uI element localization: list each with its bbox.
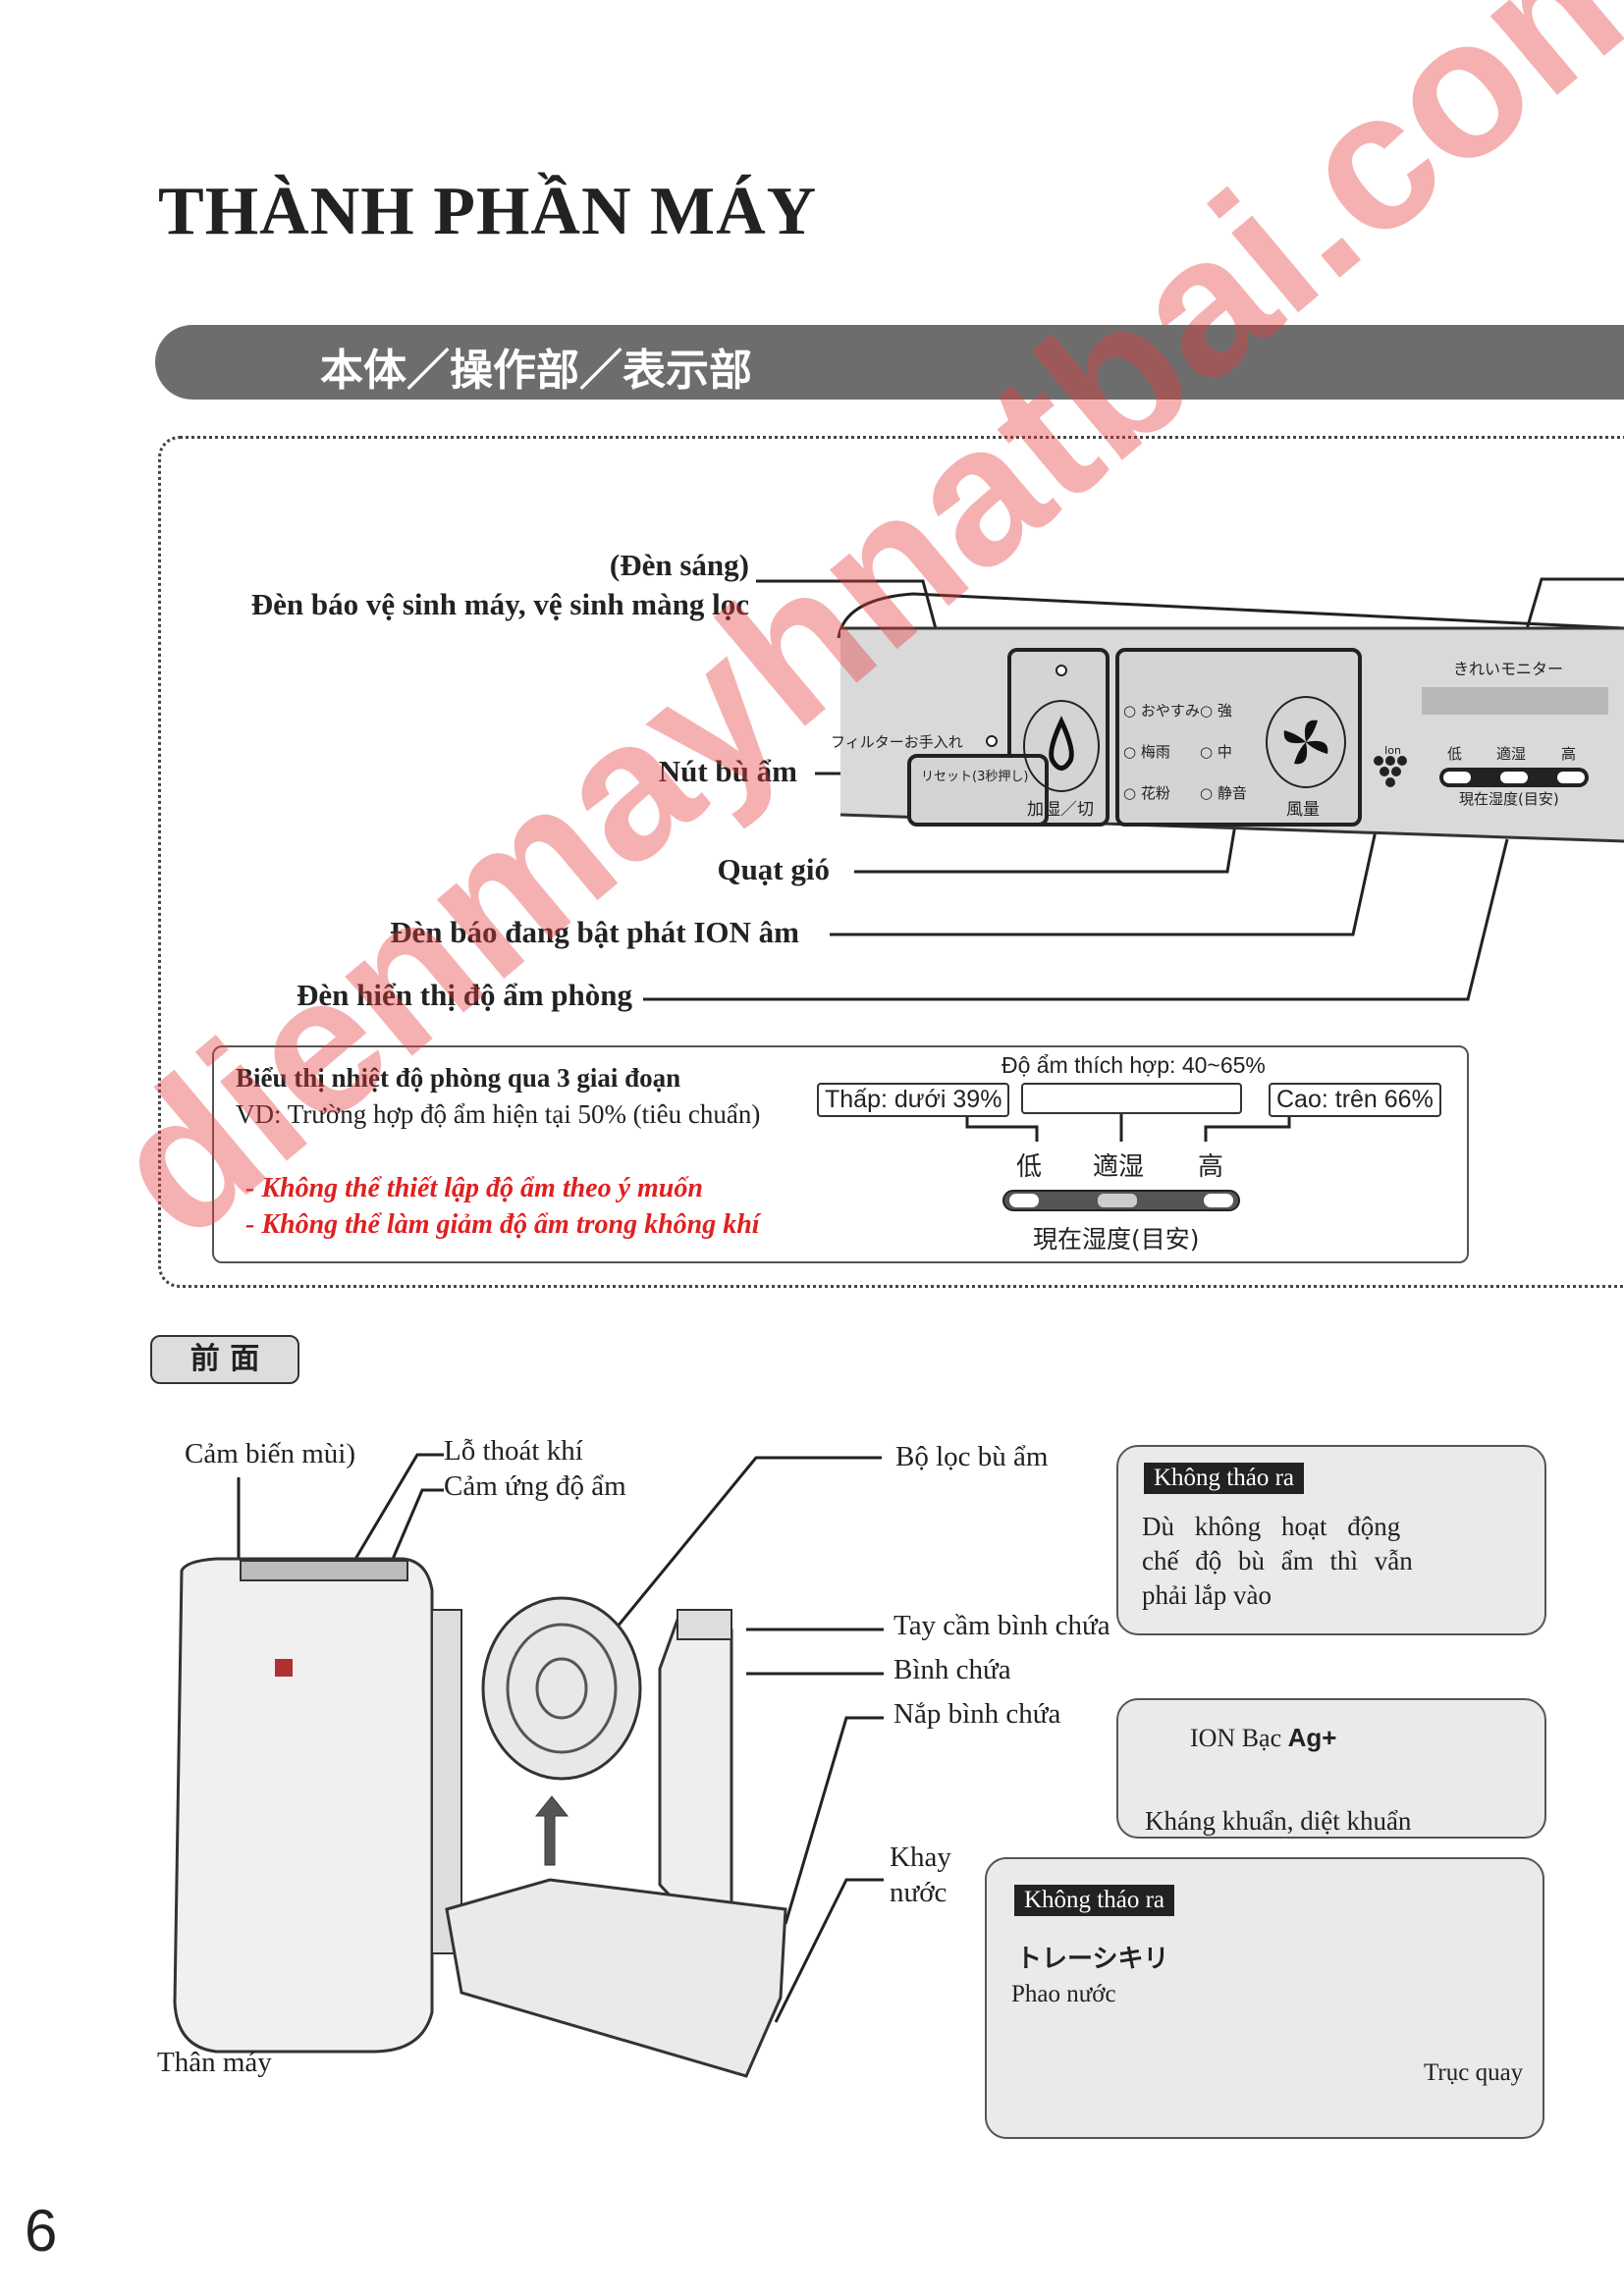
body-label: Thân máy <box>157 2047 272 2078</box>
silver-ion-title: ION Bạc Ag+ <box>1190 1723 1337 1752</box>
mode-sleep[interactable]: ○ おやすみ <box>1123 702 1200 720</box>
tank-drawing <box>658 1609 733 1916</box>
current-humidity-label: 現在湿度(目安) <box>1459 790 1559 808</box>
callout-ion-indicator: Đèn báo đang bật phát ION âm <box>390 915 799 949</box>
page-title: THÀNH PHẦN MÁY <box>158 174 818 249</box>
axis-label: Trục quay <box>1424 2059 1524 2086</box>
silver-ion-text: Kháng khuẩn, diệt khuẩn <box>1145 1806 1412 1836</box>
current-humidity-label: 現在湿度(目安) <box>1033 1225 1200 1254</box>
humidity-info-box <box>212 1045 1469 1263</box>
level-high: 高 <box>1198 1152 1224 1182</box>
control-panel-section <box>158 436 1624 1288</box>
low-range-box: Thấp: dưới 39% <box>817 1083 1010 1117</box>
callout-filter-indicator: Đèn báo vệ sinh máy, vệ sinh màng lọc <box>250 587 749 621</box>
info-heading: Biểu thị nhiệt độ phòng qua 3 giai đoạn <box>236 1063 681 1093</box>
clean-monitor-display <box>1422 687 1608 715</box>
callout-light: (Đèn sáng) <box>609 548 749 582</box>
mode-rainy[interactable]: ○ 梅雨 <box>1123 743 1170 761</box>
info-note: - Không thể thiết lập độ ẩm theo ý muốn <box>245 1173 703 1203</box>
fan-speed-label[interactable]: 風量 <box>1286 800 1320 820</box>
vent-label: Lỗ thoát khí <box>444 1435 583 1467</box>
ion-icon <box>1374 756 1407 787</box>
tray-label: nước <box>890 1877 947 1908</box>
arrow-up-icon <box>534 1795 569 1866</box>
mode-pollen[interactable]: ○ 花粉 <box>1123 784 1170 802</box>
tank-cap-label: Nắp bình chứa <box>893 1698 1061 1730</box>
optimal-range-box <box>1021 1083 1242 1114</box>
info-example: VD: Trường hợp độ ẩm hiện tại 50% (tiêu … <box>236 1099 761 1129</box>
speed-strong[interactable]: ○ 強 <box>1200 702 1232 720</box>
level-low: 低 <box>1447 745 1463 763</box>
speed-list: ○ 強 ○ 中 ○ 静音 <box>1200 690 1247 814</box>
page-number: 6 <box>25 2198 58 2264</box>
speed-quiet[interactable]: ○ 静音 <box>1200 784 1247 802</box>
front-heading: 前 面 <box>150 1335 299 1384</box>
humidify-off-label[interactable]: 加湿／切 <box>1027 800 1094 820</box>
level-low: 低 <box>1016 1152 1043 1182</box>
filter-care-label: フィルターお手入れ <box>831 733 963 751</box>
filter-label: Bộ lọc bù ẩm <box>895 1441 1049 1472</box>
do-not-remove-tag: Không tháo ra <box>1014 1885 1175 1916</box>
humidifier-body-drawing <box>173 1557 462 2054</box>
callout-humidity-display: Đèn hiển thị độ ẩm phòng <box>297 978 632 1012</box>
filter-drawing <box>481 1596 642 1781</box>
callout-humidify-button: Nút bù ẩm <box>658 754 797 788</box>
do-not-remove-tag: Không tháo ra <box>1144 1463 1305 1494</box>
mode-list: ○ おやすみ ○ 梅雨 ○ 花粉 <box>1123 690 1200 814</box>
section-banner: 本体／操作部／表示部 <box>155 325 1624 400</box>
water-tray-drawing <box>445 1878 787 2078</box>
tank-handle-label: Tay cầm bình chứa <box>893 1610 1110 1641</box>
optimal-range: Độ ẩm thích hợp: 40~65% <box>1001 1052 1266 1078</box>
humidity-sensor-label: Cảm ứng độ ẩm <box>444 1470 626 1502</box>
reset-label: リセット(3秒押し) <box>921 770 1029 784</box>
fan-speed-button <box>1115 648 1362 827</box>
speed-medium[interactable]: ○ 中 <box>1200 743 1232 761</box>
filter-indicator-light <box>986 735 998 747</box>
high-range-box: Cao: trên 66% <box>1269 1083 1441 1117</box>
tank-label: Bình chứa <box>893 1654 1011 1685</box>
tray-divider-label: トレーシキリ <box>1016 1945 1169 1974</box>
clean-monitor-label: きれいモニター <box>1453 660 1564 678</box>
ion-label: Ion <box>1384 744 1401 757</box>
odor-sensor-label: Cảm biến mùi) <box>185 1438 355 1469</box>
fan-icon <box>1283 720 1328 765</box>
callout-fan: Quạt gió <box>717 852 830 886</box>
level-optimal: 適湿 <box>1093 1152 1145 1182</box>
float-label: Phao nước <box>1011 1981 1116 2007</box>
level-optimal: 適湿 <box>1496 745 1527 763</box>
water-drop-icon <box>1049 716 1074 771</box>
info-note: - Không thể làm giảm độ ẩm trong không k… <box>245 1209 760 1240</box>
silver-ion-box <box>1116 1698 1546 1839</box>
level-high: 高 <box>1561 745 1577 763</box>
tray-label: Khay <box>890 1842 951 1873</box>
